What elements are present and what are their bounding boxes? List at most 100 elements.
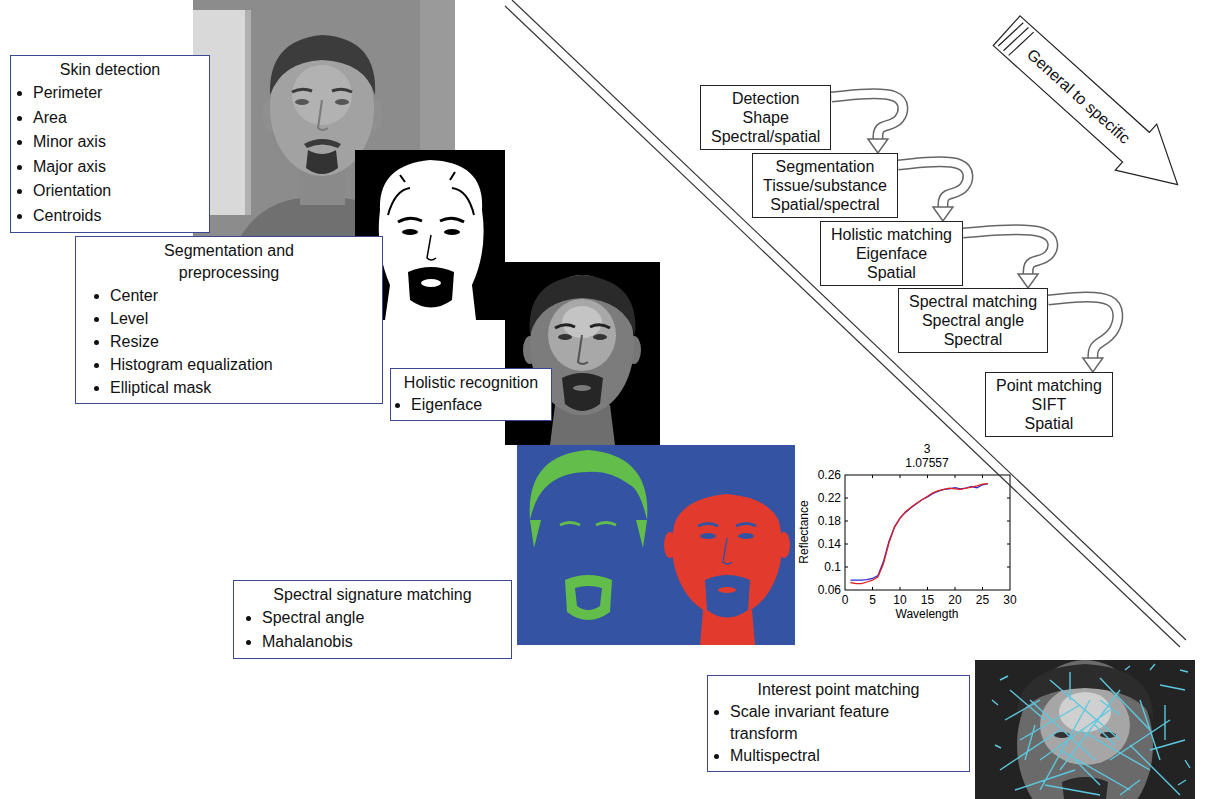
arrow-shaft-outline (898, 162, 968, 207)
stage-box: DetectionShapeSpectral/spatial (700, 85, 831, 150)
skin-class-beard-gap (705, 575, 750, 618)
face2-mouth (573, 385, 591, 391)
tissue-classification-image (517, 445, 795, 645)
photo-moustache (304, 139, 341, 148)
method-box: Skin detectionPerimeterAreaMinor axisMaj… (10, 55, 210, 233)
stage-detail: Spatial/spectral (763, 195, 887, 214)
divider-line (512, 0, 1186, 640)
bullet-item: Elliptical mask (110, 376, 374, 399)
arrow-head (1018, 274, 1038, 288)
face2-nose (578, 335, 588, 364)
curved-arrow (963, 230, 1053, 288)
bullet-item: Center (110, 284, 374, 307)
mask-brows (398, 218, 464, 222)
photo-nose (318, 100, 328, 130)
arrow-shaft (831, 94, 902, 139)
method-box: Segmentation and preprocessingCenterLeve… (75, 236, 383, 404)
box-heading: Interest point matching (716, 679, 961, 701)
sift-keypoints (992, 664, 1190, 795)
curved-arrow (831, 94, 902, 153)
tick-label: 5 (869, 593, 876, 607)
stage-detail: Shape (711, 108, 820, 127)
hair-class (530, 450, 648, 520)
arrow-text-holder: General to specific (1023, 45, 1134, 148)
box-heading: Skin detection (19, 59, 201, 81)
bullet-item: Level (110, 307, 374, 330)
bullet-list: Spectral angleMahalanobis (242, 606, 503, 654)
class-background (517, 445, 795, 645)
stage-detail: Tissue/substance (763, 176, 887, 195)
tick-label: 0.26 (818, 468, 841, 482)
bullet-item: Scale invariant feature transform (730, 701, 961, 745)
brow-class (560, 523, 616, 526)
face2-eye (593, 334, 607, 340)
stage-title: Point matching (996, 376, 1102, 395)
beard-class (565, 575, 612, 620)
stage-title: Detection (711, 89, 820, 108)
stage-title: Segmentation (763, 157, 887, 176)
skin-class-eye (738, 533, 754, 539)
arrow-head (933, 207, 953, 221)
direction-arrow: General to specific (983, 6, 1200, 211)
bullet-item: Area (33, 106, 201, 131)
box-heading: Holistic recognition (399, 372, 543, 394)
stage-box: Holistic matchingEigenfaceSpatial (820, 221, 963, 286)
bullet-list: Eigenface (399, 394, 543, 416)
plot-ticks (845, 475, 1010, 590)
arrow-head (868, 139, 888, 153)
hair-class (530, 520, 647, 548)
mask-nose (427, 235, 436, 260)
method-box: Holistic recognitionEigenface (390, 368, 552, 421)
stage-detail: Spectral/spatial (711, 127, 820, 146)
skin-class-nose (723, 538, 732, 564)
tick-label: 20 (948, 593, 961, 607)
bullet-item: Mahalanobis (262, 630, 503, 654)
bullet-item: Eigenface (411, 394, 543, 416)
method-box: Spectral signature matchingSpectral angl… (233, 580, 512, 659)
bullet-item: Orientation (33, 179, 201, 204)
photo-hair (270, 35, 375, 95)
tick-label: 0.06 (818, 583, 841, 597)
bullet-item: Minor axis (33, 130, 201, 155)
arrow-shaft-outline (963, 230, 1053, 274)
skin-class-eye (700, 533, 716, 539)
face2-brows (555, 325, 610, 328)
stage-box: Spectral matchingSpectral angleSpectral (898, 288, 1048, 353)
mask-head (379, 160, 484, 320)
tick-label: 30 (1003, 593, 1016, 607)
mask-hairline (388, 172, 474, 215)
face2-highlight (562, 306, 602, 338)
sift-highlight (1040, 685, 1130, 765)
arrow-shaft (1048, 297, 1118, 358)
bullet-item: Centroids (33, 204, 201, 229)
sift-goatee (1062, 777, 1108, 799)
mask-eye (444, 229, 460, 235)
bullet-list: Scale invariant feature transformMultisp… (716, 701, 961, 767)
method-box: Interest point matchingScale invariant f… (707, 675, 970, 772)
arrow-shaft-outline (831, 94, 902, 139)
stage-detail: SIFT (996, 395, 1102, 414)
bullet-item: Spectral angle (262, 606, 503, 630)
tick-label: 0.14 (818, 537, 841, 551)
sift-face-image (975, 660, 1195, 799)
curved-arrow (1048, 297, 1118, 372)
arrow-shaft (963, 230, 1053, 274)
mask-goatee (408, 267, 454, 308)
face2-hair (530, 275, 636, 335)
skin-class-brows (698, 524, 756, 527)
face2-eye (558, 334, 572, 340)
axis-title: Reflectance (797, 500, 811, 563)
stage-detail: Spatial (831, 263, 952, 282)
bullet-item: Multispectral (730, 745, 961, 767)
stage-title: Holistic matching (831, 225, 952, 244)
skin-class-mouth (718, 587, 736, 593)
face2-highlight (548, 299, 616, 371)
stage-detail: Eigenface (831, 244, 952, 263)
bullet-item: Histogram equalization (110, 353, 374, 376)
plot-frame (845, 475, 1010, 590)
arrow-shaft (898, 162, 968, 207)
curved-arrow (898, 162, 968, 221)
